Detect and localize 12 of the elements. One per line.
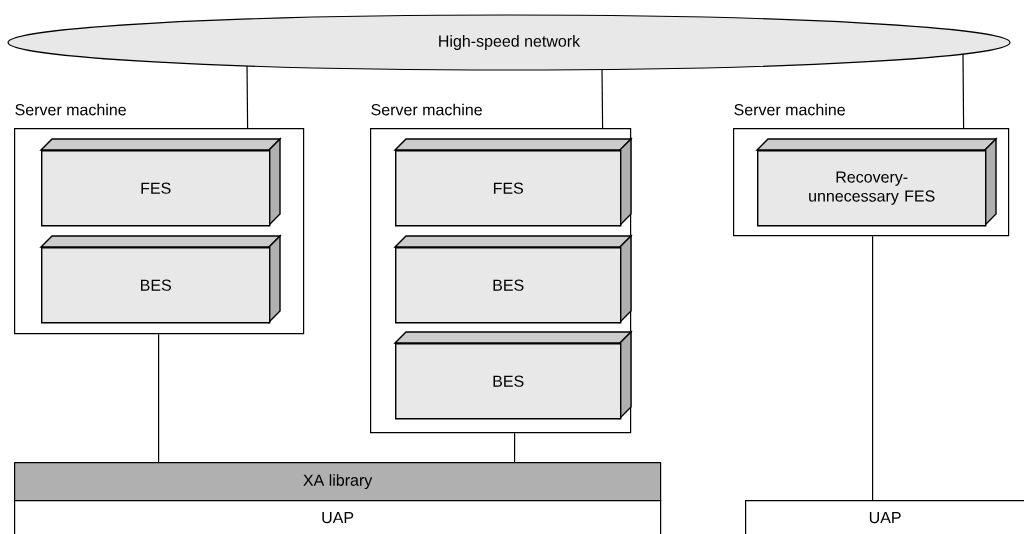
node-label: Server machine — [734, 103, 845, 116]
connector-line — [601, 68, 604, 129]
node-label: Server machine — [371, 103, 482, 116]
connector-line — [514, 432, 516, 463]
connector-line — [962, 53, 965, 129]
library-bar: XA library — [14, 462, 662, 502]
application-box: UAP — [14, 500, 662, 534]
connector-line — [246, 65, 249, 129]
connector-line — [158, 333, 160, 463]
node-label: Server machine — [15, 103, 126, 116]
connector-line — [872, 235, 874, 501]
application-box: UAP — [745, 500, 1024, 534]
